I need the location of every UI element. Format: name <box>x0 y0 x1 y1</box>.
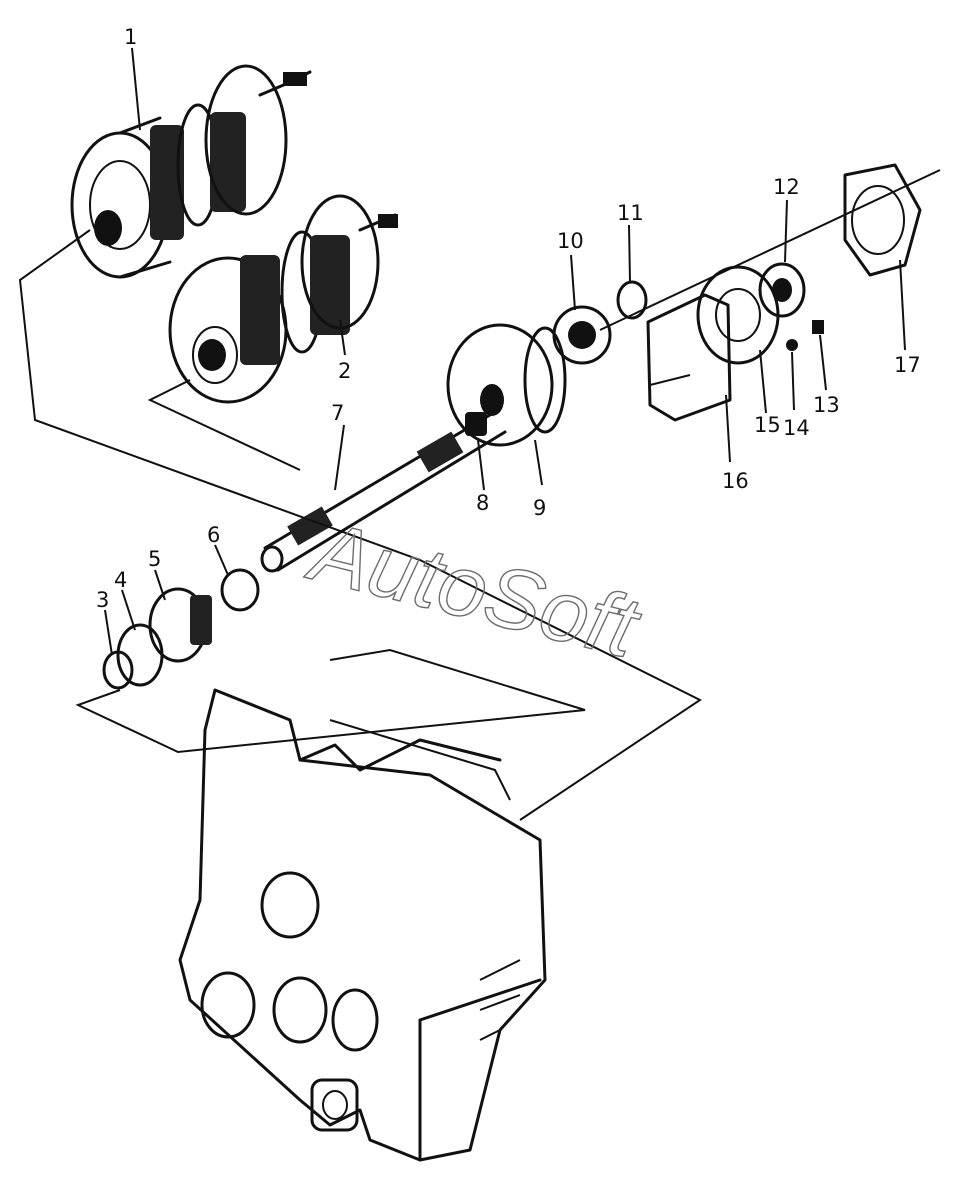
gasket-16 <box>646 293 732 422</box>
part-label-16: 16 <box>722 469 749 493</box>
main-shaft-7 <box>260 410 507 573</box>
assembly-lines <box>18 229 702 821</box>
bearing-cap-15 <box>696 265 780 365</box>
part-label-2: 2 <box>338 359 351 383</box>
part-labels: 1 2 3 4 5 6 7 8 9 10 11 12 13 14 15 16 1… <box>96 25 921 612</box>
part-label-14: 14 <box>783 416 810 440</box>
ring-6 <box>220 568 260 612</box>
part-label-17: 17 <box>894 353 921 377</box>
end-cover-17 <box>843 163 922 277</box>
washer-14 <box>786 339 798 351</box>
part-label-12: 12 <box>773 175 800 199</box>
bolt-13 <box>812 320 824 334</box>
part-label-6: 6 <box>207 523 220 547</box>
part-label-5: 5 <box>148 547 161 571</box>
part-label-15: 15 <box>754 413 781 437</box>
part-label-8: 8 <box>476 491 489 515</box>
nut-8 <box>465 412 487 436</box>
part-label-13: 13 <box>813 393 840 417</box>
part-label-9: 9 <box>533 496 546 520</box>
part-label-7: 7 <box>331 401 344 425</box>
oil-seal-12 <box>758 262 806 318</box>
bearing-10 <box>552 305 612 365</box>
gear-cluster-2 <box>168 194 398 404</box>
snap-ring-11 <box>616 280 648 320</box>
part-label-4: 4 <box>114 568 127 592</box>
gearbox-housing <box>178 688 547 1162</box>
part-label-3: 3 <box>96 588 109 612</box>
watermark-text: AutoSoft <box>298 502 649 677</box>
gear-cluster-1 <box>70 64 312 279</box>
part-label-11: 11 <box>617 201 644 225</box>
leader-lines <box>104 47 906 656</box>
gear-5 <box>148 587 212 663</box>
part-label-10: 10 <box>557 229 584 253</box>
part-label-1: 1 <box>124 25 137 49</box>
axis-line-right <box>599 169 941 331</box>
gear-9 <box>446 323 567 447</box>
